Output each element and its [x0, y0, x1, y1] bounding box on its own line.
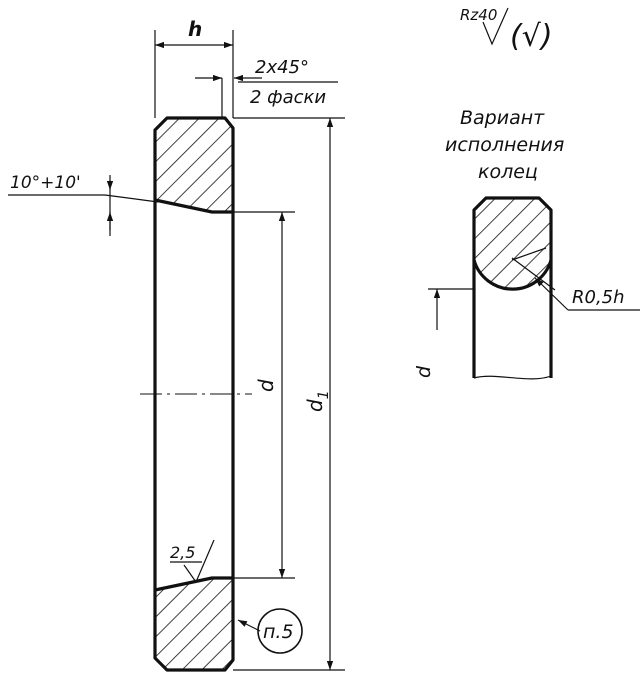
- roughness-symbol-top: Rz40 (√): [460, 6, 553, 54]
- note-circle: [257, 608, 303, 654]
- d1-dimension: d1: [233, 117, 345, 671]
- top-section-outline: [153, 116, 235, 214]
- angle-label: 10°+10': [10, 173, 81, 193]
- roughness-top-label: Rz40: [460, 6, 497, 24]
- h-label: h: [188, 17, 202, 41]
- svg-text:d1: d1: [303, 390, 332, 412]
- variant-title-line-1: Вариант: [460, 107, 545, 129]
- radius-leader: [534, 277, 569, 311]
- d-dimension: d: [233, 211, 295, 579]
- roughness-mark-small: 2,5: [170, 539, 215, 584]
- variant-break-line: [473, 375, 552, 380]
- chamfer-annotation: 2x45° 2 фаски: [195, 57, 338, 118]
- angle-annotation: 10°+10': [8, 173, 159, 236]
- variant-title-line-3: колец: [478, 161, 538, 183]
- note-reference: п.5: [237, 608, 303, 654]
- variant-section-hatch: [474, 198, 551, 290]
- h-dimension: h: [154, 17, 234, 118]
- note-ref-label: п.5: [263, 621, 294, 643]
- variant-title-line-2: исполнения: [445, 134, 564, 156]
- bottom-section-outline: [153, 576, 235, 672]
- d-label: d: [254, 379, 278, 392]
- bottom-section-hatch: [155, 578, 233, 670]
- d1-label: d: [303, 399, 327, 412]
- top-section-hatch: [155, 118, 233, 212]
- roughness-small-label: 2,5: [170, 543, 195, 562]
- ring-section-view: [140, 116, 252, 672]
- roughness-paren-label: (√): [510, 19, 553, 54]
- ring-variant-view: Вариант исполнения колец d R0,5h: [413, 107, 640, 380]
- radius-label: R0,5h: [572, 287, 625, 308]
- d1-subscript: 1: [316, 390, 332, 399]
- variant-d-label: d: [413, 365, 435, 378]
- chamfer-label: 2x45°: [255, 57, 309, 78]
- chamfer-count-label: 2 фаски: [250, 87, 326, 108]
